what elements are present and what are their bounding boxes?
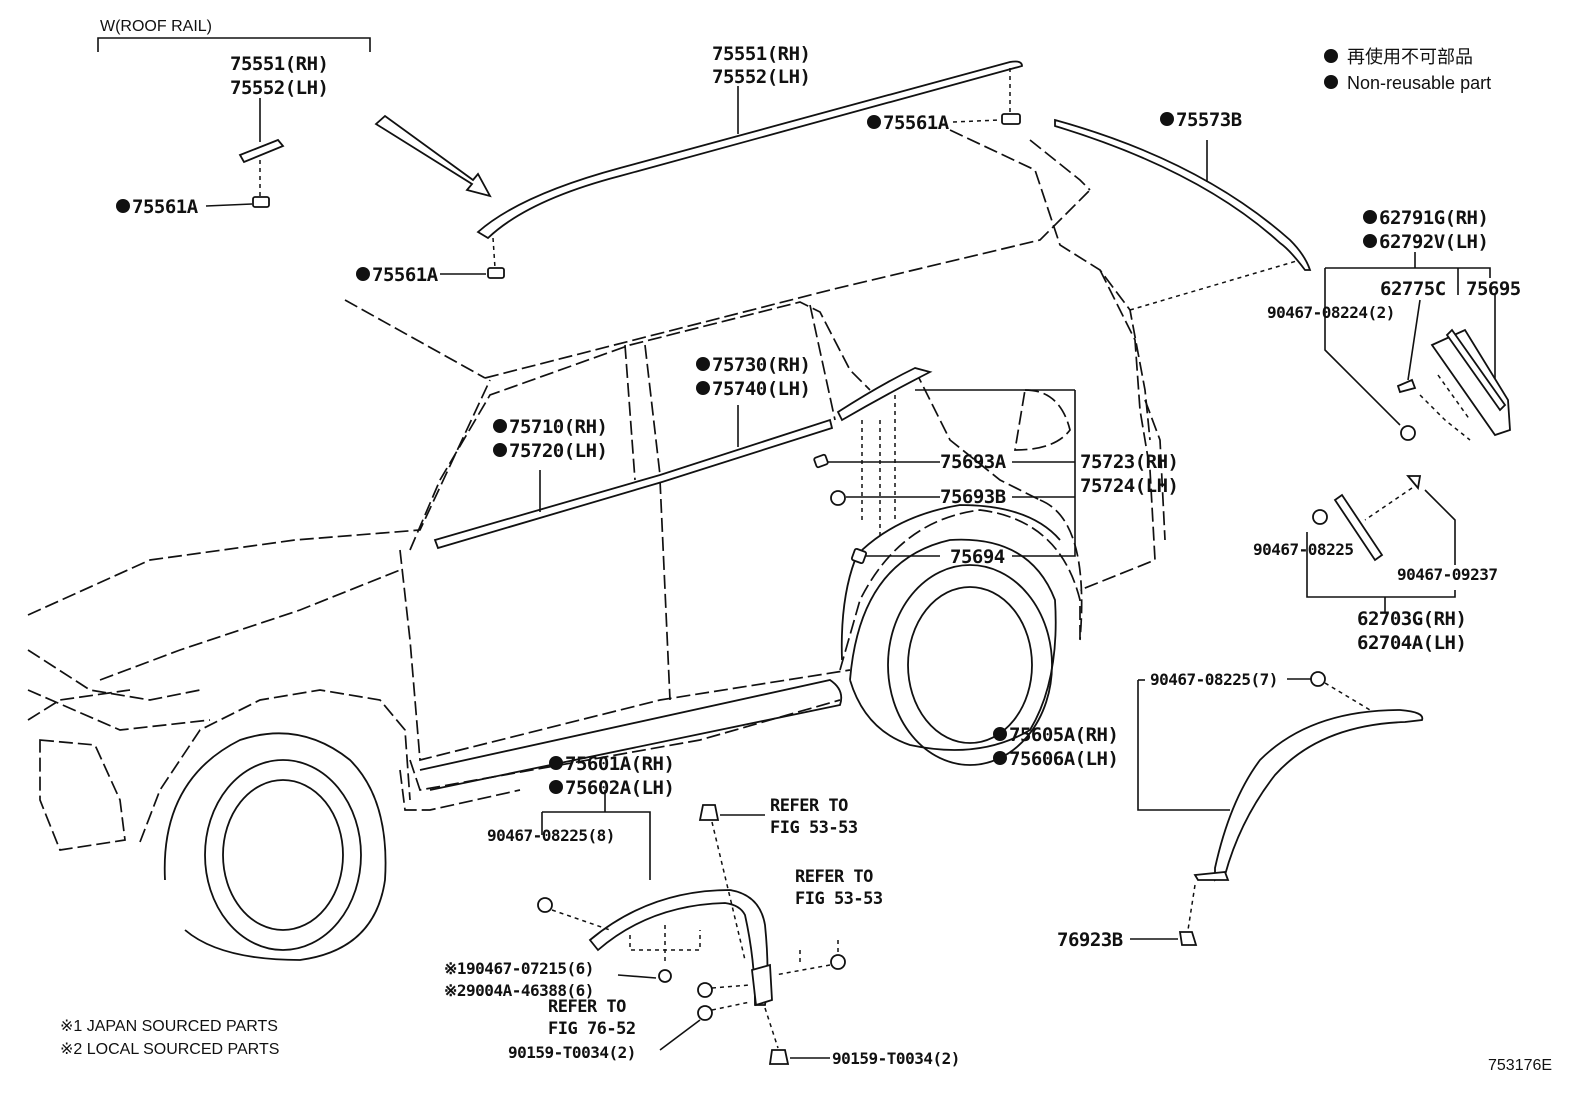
front-arch-refer3-b: FIG 76-52 (548, 1019, 636, 1039)
roof-rail-front-clip-bullet (356, 267, 370, 281)
window-rear-rh-bullet (696, 357, 710, 371)
back-trim-rh: 62703G(RH) (1357, 608, 1466, 630)
front-arch-screw-left: 90159-T0034(2) (508, 1043, 636, 1062)
back-trim-lh: 62704A(LH) (1357, 632, 1466, 654)
front-arch-rh-bullet (549, 756, 563, 770)
window-front-rh: 75710(RH) (509, 416, 607, 438)
window-front-lh: 75720(LH) (509, 440, 607, 462)
rear-arch-clip: 90467-08225(7) (1150, 670, 1278, 689)
rear-trim-clip: 90467-08224(2) (1267, 303, 1395, 322)
front-arch-refer2-b: FIG 53-53 (795, 889, 883, 909)
roof-rail-front-clip: 75561A (372, 264, 439, 286)
labels: 再使用不可部品 Non-reusable part W(ROOF RAIL) 7… (60, 18, 1552, 1074)
spoiler-bullet (1160, 112, 1174, 126)
back-trim-clip-left: 90467-08225 (1253, 540, 1353, 559)
rear-arch-76923b: 76923B (1057, 929, 1123, 951)
front-arch-refer3-a: REFER TO (548, 997, 626, 1017)
rear-arch-lh: 75606A(LH) (1009, 748, 1118, 770)
roof-rail-inset (97, 37, 492, 208)
spoiler-part (1054, 118, 1312, 271)
roof-rail-main-lh: 75552(LH) (712, 66, 810, 88)
front-arch-rh: 75601A(RH) (565, 753, 674, 775)
legend-en-label: Non-reusable part (1347, 73, 1491, 93)
front-arch-local-part: ※29004A-46388(6) (444, 981, 594, 1000)
vehicle-wheels (163, 504, 1061, 961)
quarter-lh: 75724(LH) (1080, 475, 1178, 497)
rear-arch-rh-bullet (993, 727, 1007, 741)
roof-rail-main-rh: 75551(RH) (712, 43, 810, 65)
rear-door-trim-parts (1324, 252, 1511, 441)
front-arch-refer1-b: FIG 53-53 (770, 818, 858, 838)
footnote-local: ※2 LOCAL SOURCED PARTS (60, 1041, 279, 1058)
window-front-lh-bullet (493, 443, 507, 457)
rear-trim-75695: 75695 (1466, 278, 1521, 300)
rear-trim-rh: 62791G(RH) (1379, 207, 1488, 229)
back-trim-clip-right: 90467-09237 (1397, 565, 1497, 584)
roof-rail-part (476, 60, 1023, 279)
front-arch-screw-right: 90159-T0034(2) (832, 1049, 960, 1068)
front-arch-refer2-a: REFER TO (795, 867, 873, 887)
rear-trim-62775c: 62775C (1380, 278, 1446, 300)
front-arch-clip: 90467-08225(8) (487, 826, 615, 845)
roof-rail-inset-lh: 75552(LH) (230, 77, 328, 99)
rear-trim-rh-bullet (1363, 210, 1377, 224)
spoiler-label: 75573B (1176, 109, 1242, 131)
rear-arch-lh-bullet (993, 751, 1007, 765)
leader-lines (440, 119, 1001, 275)
quarter-75693a: 75693A (940, 451, 1007, 473)
front-arch-parts (537, 790, 846, 1065)
roof-rail-inset-clip-bullet (116, 199, 130, 213)
window-trim-parts (433, 367, 1076, 565)
back-trim-parts (1306, 475, 1456, 612)
vehicle-body-outline (27, 129, 1301, 851)
front-arch-lh-bullet (549, 780, 563, 794)
window-rear-rh: 75730(RH) (712, 354, 810, 376)
roof-rail-inset-clip: 75561A (132, 196, 199, 218)
rear-trim-lh-bullet (1363, 234, 1377, 248)
legend-bullet-en (1324, 75, 1338, 89)
quarter-75694: 75694 (950, 546, 1005, 568)
legend-jp-label: 再使用不可部品 (1347, 47, 1473, 67)
roof-rail-group-label: W(ROOF RAIL) (100, 18, 212, 35)
quarter-rh: 75723(RH) (1080, 451, 1178, 473)
front-arch-lh: 75602A(LH) (565, 777, 674, 799)
window-rear-lh: 75740(LH) (712, 378, 810, 400)
footnote-japan: ※1 JAPAN SOURCED PARTS (60, 1018, 278, 1035)
rear-arch-rh: 75605A(RH) (1009, 724, 1118, 746)
front-arch-refer1-a: REFER TO (770, 796, 848, 816)
rear-trim-lh: 62792V(LH) (1379, 231, 1488, 253)
figure-id: 753176E (1488, 1057, 1552, 1074)
roof-rail-rear-clip: 75561A (883, 112, 950, 134)
roof-rail-inset-rh: 75551(RH) (230, 53, 328, 75)
rear-arch-parts (1130, 671, 1424, 946)
roof-rail-rear-clip-bullet (867, 115, 881, 129)
legend-bullet-jp (1324, 49, 1338, 63)
quarter-75693b: 75693B (940, 486, 1006, 508)
front-arch-japan-part: ※190467-07215(6) (444, 959, 594, 978)
window-front-rh-bullet (493, 419, 507, 433)
window-rear-lh-bullet (696, 381, 710, 395)
